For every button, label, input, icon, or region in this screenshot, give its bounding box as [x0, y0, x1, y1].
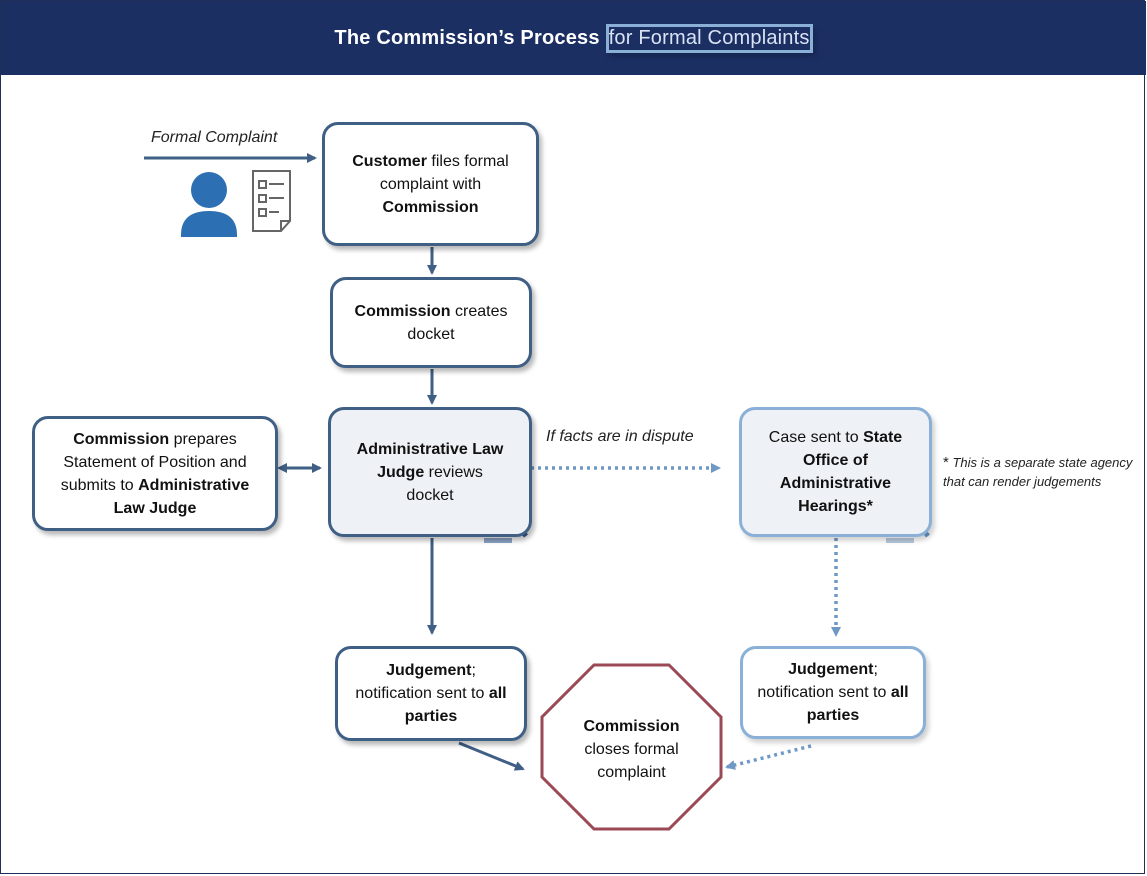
soah-bold: State Office of Administrative Hearings* [779, 429, 903, 515]
node-judgement-right: Judgement; notification sent to all part… [740, 646, 926, 739]
docket-bold: Commission [354, 302, 451, 320]
side-note: * This is a separate state agency that c… [943, 453, 1133, 491]
node-alj-reviews: Administrative Law Judge reviews docket [328, 407, 532, 537]
judgement-left-bold: Judgement [386, 662, 472, 679]
label-formal-complaint: Formal Complaint [151, 129, 278, 146]
title-bar: The Commission’s Process for Formal Comp… [1, 1, 1146, 75]
title-rest: for Formal Complaints [605, 23, 813, 53]
person-icon [181, 172, 237, 237]
alj-bold: Administrative Law Judge [356, 440, 504, 481]
close-bold: Commission [583, 717, 680, 735]
node-commission-docket: Commission creates docket [330, 277, 532, 368]
arrow-judgement-right-to-close [725, 744, 812, 770]
statement-text: prepares Statement of Position and submi… [60, 430, 247, 494]
label-facts-dispute: If facts are in dispute [546, 428, 694, 445]
title-bold: The Commission’s Process [334, 26, 600, 49]
docket-text: creates docket [407, 302, 508, 343]
arrow-judgement-left-to-close [458, 741, 525, 771]
node-commission-closes: Commission closes formal complaint [559, 705, 704, 793]
judgement-right-bold-2: all parties [806, 684, 909, 724]
soah-text: Case sent to [768, 429, 864, 446]
customer-bold: Customer [352, 152, 427, 170]
statement-bold: Commission [73, 430, 170, 448]
judgement-left-bold-2: all parties [404, 685, 507, 725]
node-judgement-left: Judgement; notification sent to all part… [335, 646, 527, 741]
statement-bold-2: Administrative Law Judge [113, 476, 250, 517]
customer-text: files formal complaint with [379, 152, 509, 193]
close-octagon [540, 663, 723, 831]
note-text: This is a separate state agency that can… [943, 455, 1133, 489]
judgement-left-text: ; notification sent to [355, 662, 489, 702]
note-star: * [943, 454, 949, 471]
close-text: closes formal complaint [584, 740, 679, 781]
customer-bold-2: Commission [382, 198, 479, 216]
node-soah: Case sent to State Office of Administrat… [739, 407, 932, 537]
node-customer-files: Customer files formal complaint with Com… [322, 122, 539, 246]
document-form-icon [252, 170, 291, 232]
node-statement-position: Commission prepares Statement of Positio… [32, 416, 278, 531]
judgement-right-bold: Judgement [788, 661, 874, 678]
judgement-right-text: ; notification sent to [757, 661, 891, 701]
alj-text: reviews docket [406, 463, 483, 504]
